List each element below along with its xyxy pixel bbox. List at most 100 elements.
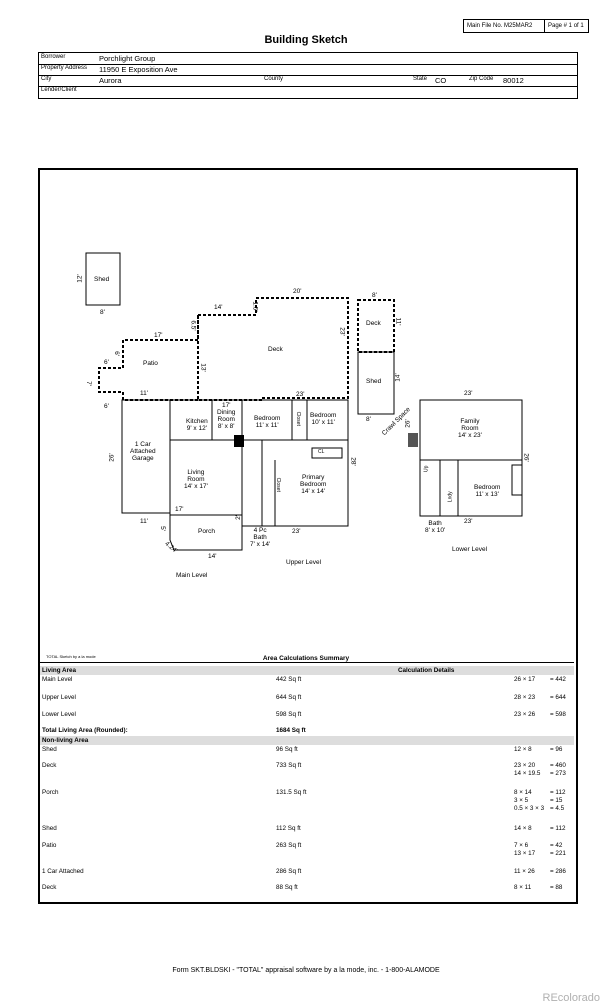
cl-label: CL <box>318 449 325 455</box>
family-name2: Room <box>461 425 479 433</box>
lower-level-caption: Lower Level <box>452 546 488 553</box>
calc-formula: 12 × 8 <box>514 746 532 753</box>
porch-label: Porch <box>198 528 215 535</box>
porch-5: 5' <box>158 526 166 531</box>
family-name: Family <box>460 418 480 425</box>
garage-26: 26' <box>108 453 116 462</box>
calc-formula: 8 × 14 <box>514 789 532 796</box>
calc-result: = 96 <box>550 746 563 753</box>
area-name: Shed <box>42 825 57 832</box>
stairs-up-label: Up <box>423 465 430 472</box>
area-value: 263 Sq ft <box>276 842 302 849</box>
kitchen-name: Kitchen <box>186 418 208 425</box>
area-value: 96 Sq ft <box>276 746 298 753</box>
page-title: Building Sketch <box>264 34 348 46</box>
deck-13: 13' <box>199 363 207 372</box>
page-number: Page # 1 of 1 <box>548 23 584 29</box>
garage-line1: 1 Car <box>134 441 151 448</box>
calc-formula: 14 × 8 <box>514 825 532 832</box>
living-area-heading: Living Area <box>42 667 77 674</box>
patio-11: 11' <box>140 390 148 397</box>
city-value: Aurora <box>99 76 122 85</box>
property-row: Property Address 11950 E Exposition Ave <box>39 64 577 76</box>
patio-6b: 6' <box>112 351 120 356</box>
laundry-label: Lndy <box>447 491 454 503</box>
nonliving-heading: Non-living Area <box>42 737 89 744</box>
borrower-value: Porchlight Group <box>99 54 156 63</box>
deck-label: Deck <box>268 346 283 353</box>
patio-6-5: 6.5' <box>189 320 197 331</box>
recolorado-watermark: REcolorado <box>542 992 600 1004</box>
living-name2: Room <box>187 476 205 484</box>
deck-23v: 23' <box>338 327 346 336</box>
calc-details-heading: Calculation Details <box>398 667 455 674</box>
lower-bath-dim: 8' x 10' <box>425 527 446 535</box>
deck-20: 20' <box>293 288 302 295</box>
upper-level-caption: Upper Level <box>286 559 322 566</box>
shed2-label: Shed <box>366 378 382 385</box>
sketch-frame <box>38 168 578 904</box>
bedroom3-dim: 11' x 13' <box>475 491 499 499</box>
area-value: 598 Sq ft <box>276 711 302 718</box>
dining-name2: Room <box>217 416 235 424</box>
family-dim: 14' x 23' <box>458 432 482 440</box>
closet2-label: Closet <box>274 477 281 492</box>
calc-result: = 112 <box>550 789 566 796</box>
calc-result: = 221 <box>550 850 566 857</box>
area-name: Main Level <box>42 676 73 683</box>
living-17: 17' <box>175 506 184 513</box>
borrower-row: Borrower Porchlight Group <box>39 53 577 65</box>
primary-name: Primary <box>301 474 325 481</box>
property-value: 11950 E Exposition Ave <box>99 65 178 74</box>
lower-23-bottom: 23' <box>464 518 473 525</box>
crawl-26: 26' <box>404 419 412 428</box>
lender-row: Lender/Client <box>39 86 577 97</box>
bedroom3-name: Bedroom <box>474 484 501 491</box>
city-row: City Aurora County State CO Zip Code 800… <box>39 75 577 87</box>
porch-2: 2' <box>234 515 242 520</box>
total-label: Total Living Area (Rounded): <box>42 727 128 734</box>
garage-line2: Attached <box>130 448 156 456</box>
deck2-label: Deck <box>366 320 381 327</box>
shed-outline <box>85 252 121 306</box>
area-name: Porch <box>42 789 59 796</box>
lower-bath-name: Bath <box>428 520 442 527</box>
bedroom2-dim: 10' x 11' <box>311 419 335 427</box>
upper-28: 28' <box>349 457 357 466</box>
porch-14: 14' <box>208 553 217 560</box>
calc-result: = 42 <box>550 842 563 849</box>
city-label: City <box>41 76 52 82</box>
kitchen-dim: 9' x 12' <box>186 425 207 433</box>
bath4-line2: Bath <box>253 534 267 542</box>
shed2-outline <box>357 351 395 415</box>
main-file-number: Main File No. M25MAR2 <box>464 20 545 32</box>
county-label: County <box>264 76 284 82</box>
deck-14: 14' <box>214 304 223 311</box>
calc-result: = 460 <box>550 762 566 769</box>
zip-label: Zip Code <box>469 76 494 82</box>
primary-dim: 14' x 14' <box>301 488 326 496</box>
calc-formula: 7 × 6 <box>514 842 529 849</box>
main-level-caption: Main Level <box>176 572 208 579</box>
calc-formula: 0.5 × 3 × 3 <box>514 805 545 812</box>
calc-formula: 3 × 5 <box>514 797 529 804</box>
calc-formula: 28 × 23 <box>514 694 536 701</box>
area-name: Deck <box>42 762 57 769</box>
garage-line3: Garage <box>131 455 154 463</box>
lender-label: Lender/Client <box>41 87 77 93</box>
calc-result: = 644 <box>550 694 566 701</box>
area-value: 733 Sq ft <box>276 762 302 769</box>
lower-23-top: 23' <box>464 390 473 397</box>
area-name: Lower Level <box>42 711 76 718</box>
